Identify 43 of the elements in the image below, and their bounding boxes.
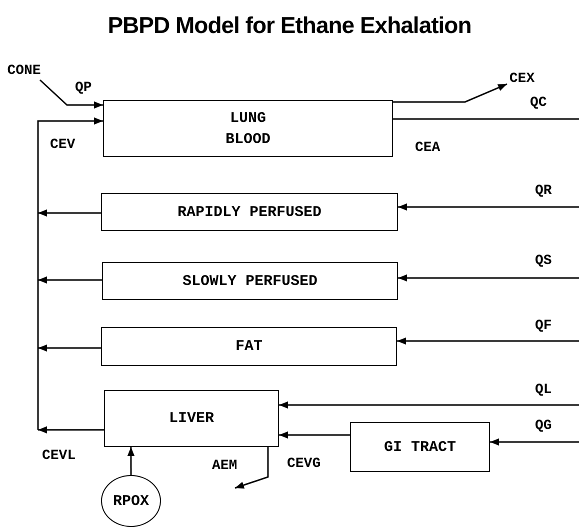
- flow-arrow: [38, 209, 101, 217]
- flow-arrow: [279, 401, 579, 409]
- venous-return-trunk: [37, 117, 103, 430]
- flow-arrow: [397, 337, 579, 345]
- edge-label: AEM: [212, 458, 238, 474]
- flow-arrow: [398, 274, 579, 282]
- variable-label: QP: [75, 80, 92, 96]
- variable-label: QL: [535, 382, 552, 398]
- node-label: RAPIDLY PERFUSED: [177, 202, 322, 222]
- flow-arrow: [38, 426, 104, 434]
- node-label: GI TRACT: [384, 438, 456, 458]
- compartment-box: [102, 262, 398, 300]
- diagram-title: PBPD Model for Ethane Exhalation: [106, 12, 472, 39]
- variable-label: CEVG: [287, 456, 321, 472]
- compartment-box: [101, 327, 397, 366]
- variable-label: QG: [535, 418, 552, 434]
- flow-arrow: [40, 79, 103, 109]
- flow-arrow: [398, 203, 579, 211]
- variable-label: CEX: [507, 70, 537, 88]
- node-label: LUNG BLOOD: [224, 108, 272, 150]
- flow-arrow: [234, 447, 269, 489]
- variable-label: CEA: [415, 140, 440, 156]
- node-label: FAT: [235, 337, 262, 357]
- variable-label: CEVL: [42, 448, 76, 464]
- compartment-box: [104, 390, 279, 447]
- flow-arrow: [38, 344, 101, 352]
- flow-arrow: [393, 83, 508, 103]
- compartment-box: [350, 422, 490, 472]
- variable-label: QR: [535, 183, 552, 199]
- variable-label: QC: [530, 95, 547, 111]
- flow-arrow: [127, 447, 135, 475]
- compartment-box: [101, 193, 398, 231]
- node-label: RPOX: [112, 492, 149, 512]
- variable-label: QS: [535, 253, 552, 269]
- node-label: SLOWLY PERFUSED: [182, 272, 318, 292]
- flow-arrow: [38, 276, 102, 284]
- flow-arrow: [490, 438, 579, 446]
- variable-label: CONE: [4, 62, 44, 80]
- variable-label: CEV: [50, 137, 76, 153]
- compartment-box: [103, 100, 393, 157]
- flow-arrow: [279, 431, 350, 439]
- variable-label: QF: [535, 318, 552, 334]
- node-label: LIVER: [168, 409, 214, 429]
